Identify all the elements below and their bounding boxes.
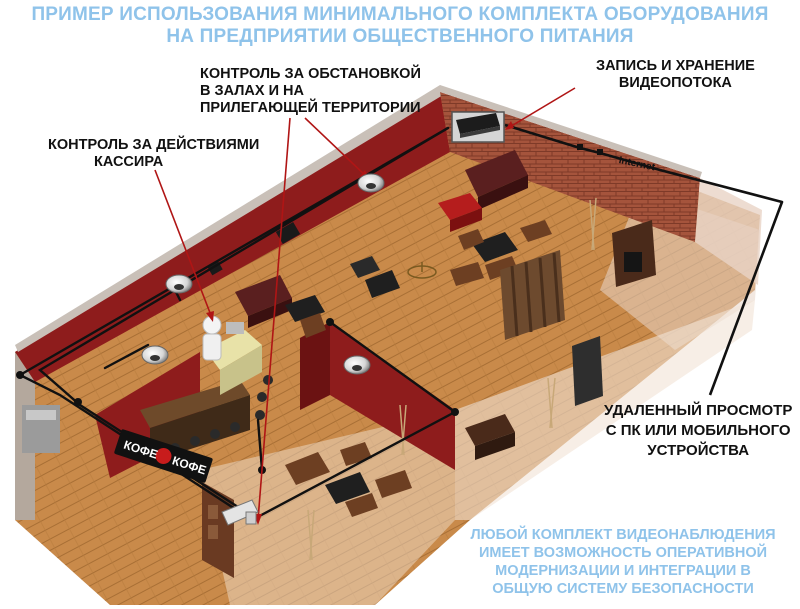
footnote: ЛЮБОЙ КОМПЛЕКТ ВИДЕОНАБЛЮДЕНИЯ ИМЕЕТ ВОЗ… bbox=[458, 526, 788, 598]
label-hall-monitoring: КОНТРОЛЬ ЗА ОБСТАНОВКОЙ В ЗАЛАХ И НА ПРИ… bbox=[200, 66, 421, 117]
label-hall-monitoring-line-2: В ЗАЛАХ И НА bbox=[200, 83, 304, 99]
footnote-line-4: ОБЩУЮ СИСТЕМУ БЕЗОПАСНОСТИ bbox=[492, 581, 754, 597]
page-title-line-2: НА ПРЕДПРИЯТИИ ОБЩЕСТВЕННОГО ПИТАНИЯ bbox=[166, 26, 634, 47]
front-glass-wall-left bbox=[200, 410, 455, 605]
label-recording-line-1: ЗАПИСЬ И ХРАНЕНИЕ bbox=[596, 58, 755, 74]
partition-wall-center-side bbox=[300, 322, 330, 410]
sofa-back-right bbox=[465, 150, 528, 210]
label-cashier-monitoring: КОНТРОЛЬ ЗА ДЕЙСТВИЯМИ КАССИРА bbox=[48, 137, 259, 171]
nvr-recorder bbox=[451, 111, 505, 143]
label-remote-line-1: УДАЛЕННЫЙ ПРОСМОТР bbox=[604, 402, 793, 419]
label-remote-line-2: С ПК ИЛИ МОБИЛЬНОГО bbox=[605, 422, 791, 439]
brick-wall-top bbox=[440, 85, 702, 178]
fireplace bbox=[612, 220, 656, 287]
internet-line-marker-2 bbox=[597, 149, 603, 155]
label-hall-monitoring-line-1: КОНТРОЛЬ ЗА ОБСТАНОВКОЙ bbox=[200, 66, 421, 82]
label-recording: ЗАПИСЬ И ХРАНЕНИЕ ВИДЕОПОТОКА bbox=[596, 58, 755, 92]
right-wall bbox=[695, 178, 762, 285]
cashier-desk bbox=[205, 330, 262, 370]
footnote-line-3: МОДЕРНИЗАЦИИ И ИНТЕГРАЦИИ В bbox=[495, 563, 751, 579]
footnote-line-1: ЛЮБОЙ КОМПЛЕКТ ВИДЕОНАБЛЮДЕНИЯ bbox=[470, 527, 776, 543]
table-set-right bbox=[465, 414, 515, 460]
booth-dividers bbox=[500, 250, 565, 340]
cabinet bbox=[572, 336, 603, 406]
label-hall-monitoring-line-3: ПРИЛЕГАЮЩЕЙ ТЕРРИТОРИИ bbox=[200, 100, 421, 116]
label-cashier-line-1: КОНТРОЛЬ ЗА ДЕЙСТВИЯМИ bbox=[48, 137, 260, 153]
brick-wall bbox=[440, 92, 700, 242]
chandelier bbox=[407, 262, 437, 279]
dome-camera-hall bbox=[357, 173, 385, 193]
table-set-middle bbox=[350, 256, 400, 298]
entrance-door bbox=[202, 482, 234, 578]
lounge-set-center bbox=[450, 220, 552, 286]
pointer-lines bbox=[154, 87, 576, 521]
back-wall-red bbox=[15, 92, 450, 382]
dome-camera-kitchen bbox=[141, 345, 169, 365]
footnote-line-2: ИМЕЕТ ВОЗМОЖНОСТЬ ОПЕРАТИВНОЙ bbox=[478, 545, 768, 561]
outdoor-bullet-camera bbox=[221, 499, 259, 526]
dome-camera-partition bbox=[343, 355, 371, 375]
front-glass-wall bbox=[455, 300, 755, 520]
wall-picture-1 bbox=[275, 221, 301, 245]
internet-line bbox=[504, 123, 784, 396]
cashier-figure bbox=[202, 315, 244, 361]
page-title-line-1: ПРИМЕР ИСПОЛЬЗОВАНИЯ МИНИМАЛЬНОГО КОМПЛЕ… bbox=[31, 4, 769, 25]
page-title: ПРИМЕР ИСПОЛЬЗОВАНИЯ МИНИМАЛЬНОГО КОМПЛЕ… bbox=[0, 4, 800, 48]
decor-sticks bbox=[307, 197, 597, 561]
dome-camera-cashier bbox=[165, 274, 193, 294]
sofa-center bbox=[235, 275, 326, 338]
kitchen-sink bbox=[26, 410, 56, 420]
label-remote-viewing: УДАЛЕННЫЙ ПРОСМОТР С ПК ИЛИ МОБИЛЬНОГО У… bbox=[604, 401, 792, 461]
label-cashier-line-2: КАССИРА bbox=[94, 154, 164, 170]
label-recording-line-2: ВИДЕОПОТОКА bbox=[618, 75, 732, 91]
internet-line-marker-1 bbox=[577, 144, 583, 150]
coffee-sign: КОФЕ КОФЕ bbox=[114, 429, 213, 483]
cashier-desk-front bbox=[220, 345, 262, 395]
label-remote-line-3: УСТРОЙСТВА bbox=[647, 442, 750, 459]
ottoman-red bbox=[438, 193, 482, 232]
